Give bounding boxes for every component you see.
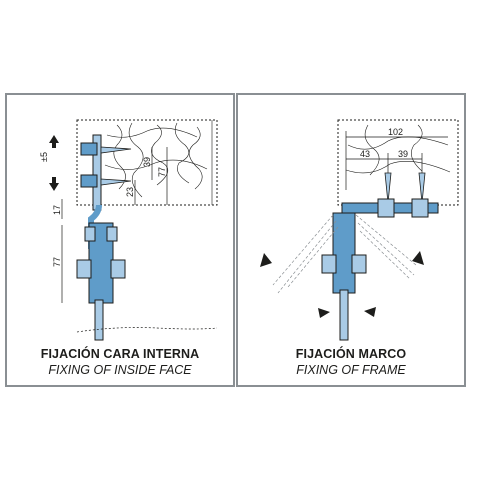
title-es-right: FIJACIÓN MARCO [295,347,407,361]
dim-17: 17 [52,205,62,215]
dim-39: 39 [142,157,152,167]
screw-top-icon [80,142,132,156]
wood-grain-right [345,124,451,176]
door-edge [76,327,218,333]
frame-fixing-drawing: 102 43 39 [260,119,459,341]
bolt-right-right [351,254,367,274]
arrow-left-icon [364,307,376,317]
title-en-right: FIXING OF FRAME [296,363,406,377]
screw-right-icon [418,172,426,204]
dim-77-bottom: 77 [52,257,62,267]
bracket-nut-left [377,198,395,218]
dim-23: 23 [125,187,135,197]
hinge-bend [88,204,102,249]
dim-43: 43 [360,149,370,159]
hinge-nut-top-right [106,226,118,242]
swing-ghosts [272,214,417,294]
door-leaf [94,299,104,341]
dimension-lines [61,147,168,303]
arrow-right-icon [318,308,330,318]
wood-grain [104,120,213,205]
dim-adjust: ±5 [39,152,49,162]
adjust-arrows-icon [49,135,59,191]
arrow-up-right-icon [412,251,424,265]
bracket-nut-right [411,198,429,218]
arrow-up-left-icon [260,253,272,267]
title-en: FIXING OF INSIDE FACE [48,363,192,377]
hinge-body-right [332,212,356,294]
bolt-left [76,259,92,279]
title-es: FIJACIÓN CARA INTERNA [40,347,200,361]
hinge-nut-top [84,226,96,242]
dim-39-right: 39 [398,149,408,159]
frame-block [337,119,459,206]
bolt-right [110,259,126,279]
screw-left-icon [384,172,392,204]
bolt-left-right [321,254,337,274]
door-leaf-right [339,289,349,341]
screw-bottom-icon [80,174,132,188]
panel-fixing-inside-face: ±5 39 77 23 17 77 FIJACIÓN CARA INTERNA … [5,93,235,387]
dim-102: 102 [388,127,403,137]
inside-face-drawing: ±5 39 77 23 17 77 [39,119,218,341]
panel-fixing-of-frame: 102 43 39 FIJACIÓN MARCO FIXING OF FRAME [236,93,466,387]
dim-77-top: 77 [157,167,167,177]
